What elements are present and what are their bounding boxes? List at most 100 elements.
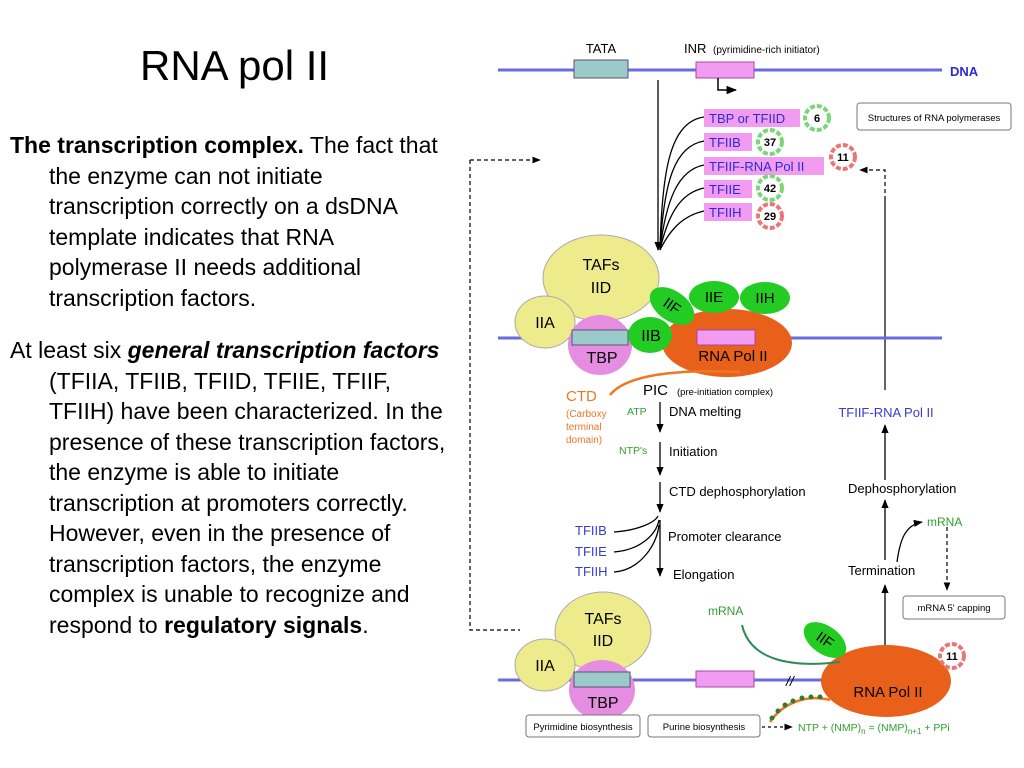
rnapol-label: RNA Pol II bbox=[698, 348, 767, 365]
iib-blob bbox=[628, 317, 672, 353]
released-factor: TFIIH bbox=[575, 564, 608, 579]
iih-blob bbox=[740, 282, 790, 314]
iib-label: IIB bbox=[641, 328, 661, 345]
structure-count-badge[interactable]: 29 bbox=[756, 202, 784, 230]
page-title: RNA pol II bbox=[140, 42, 330, 89]
purine-biosynthesis-button[interactable]: Purine biosynthesis bbox=[647, 714, 761, 738]
svg-text:Purine biosynthesis: Purine biosynthesis bbox=[663, 722, 746, 733]
svg-text:Pyrimidine biosynthesis: Pyrimidine biosynthesis bbox=[533, 722, 633, 733]
ctd-tail-bottom bbox=[768, 696, 831, 723]
factor-label: TFIIE bbox=[709, 182, 741, 197]
svg-text:37: 37 bbox=[764, 137, 776, 149]
step-ctd-dephosphorylation: CTD dephosphorylation bbox=[669, 484, 806, 499]
tbp-label-bottom: TBP bbox=[587, 695, 618, 712]
released-factor: TFIIE bbox=[575, 544, 607, 559]
factor-label: TFIIH bbox=[709, 205, 742, 220]
ctd-label: CTD bbox=[566, 388, 597, 405]
iia-label: IIA bbox=[535, 315, 555, 332]
rnapol-blob-bottom bbox=[821, 645, 951, 717]
paragraph-2: At least six general transcription facto… bbox=[10, 337, 446, 638]
tbp-label: TBP bbox=[586, 350, 617, 367]
tafs-label-bottom: TAFs bbox=[584, 611, 621, 628]
iif-blob bbox=[649, 287, 695, 325]
ntps-label: NTP's bbox=[619, 445, 647, 457]
step-dna-melting: DNA melting bbox=[669, 404, 741, 419]
tata-box-bottom bbox=[573, 671, 631, 688]
step-dephosphorylation: Dephosphorylation bbox=[848, 481, 956, 496]
structures-button[interactable]: Structures of RNA polymerases bbox=[856, 102, 1012, 131]
pic-complex: TAFs IID IIA RNA Pol II TBP IIB IIF IIE … bbox=[514, 234, 792, 377]
mrna-label-bottom: mRNA bbox=[708, 604, 743, 618]
start-site-arrow bbox=[717, 78, 738, 95]
svg-text:29: 29 bbox=[764, 211, 776, 223]
mrna-label: mRNA bbox=[927, 515, 962, 529]
tata-box-bound bbox=[571, 329, 629, 346]
iif-label-bottom: IIF bbox=[813, 628, 837, 652]
factor-label: TFIIF-RNA Pol II bbox=[709, 159, 804, 174]
mrna-strand bbox=[741, 624, 841, 665]
factor-label: TBP or TFIID bbox=[709, 111, 785, 126]
atp-label: ATP bbox=[627, 406, 647, 418]
factor-box bbox=[704, 203, 752, 221]
mrna-capping-button[interactable]: mRNA 5' capping bbox=[902, 595, 1006, 620]
step-termination: Termination bbox=[848, 563, 915, 578]
inr-box-bottom bbox=[695, 670, 755, 688]
structure-count-badge[interactable]: 37 bbox=[756, 128, 784, 156]
term-general-transcription-factors: general transcription factors bbox=[127, 337, 440, 363]
svg-text:6: 6 bbox=[814, 113, 820, 125]
factor-box bbox=[704, 157, 824, 175]
ctd-sub-1: (Carboxy bbox=[566, 409, 607, 420]
iie-label: IIE bbox=[705, 289, 723, 306]
step-initiation: Initiation bbox=[669, 444, 717, 459]
inr-label: INR bbox=[684, 41, 706, 56]
svg-text:Structures of RNA polymerases: Structures of RNA polymerases bbox=[868, 113, 1001, 124]
structure-count-badge[interactable]: 11 bbox=[829, 143, 857, 171]
factor-list: TBP or TFIID TFIIB TFIIF-RNA Pol II TFII… bbox=[704, 109, 824, 221]
structure-count-badge[interactable]: 42 bbox=[756, 174, 784, 202]
pic-sub-label: (pre-initiation complex) bbox=[677, 387, 773, 398]
body-text: The transcription complex. The fact that… bbox=[10, 130, 450, 640]
paragraph-1: The transcription complex. The fact that… bbox=[10, 132, 438, 311]
ctd-sub-3: domain) bbox=[566, 435, 602, 446]
factor-box bbox=[704, 109, 800, 127]
structure-count-badge[interactable]: 11 bbox=[938, 642, 966, 670]
recruitment-arrows bbox=[654, 80, 705, 251]
tfiif-pol-label: TFIIF-RNA Pol II bbox=[838, 405, 933, 420]
tata-label: TATA bbox=[586, 41, 617, 56]
iia-label-bottom: IIA bbox=[535, 658, 555, 675]
factor-label: TFIIB bbox=[709, 135, 741, 150]
iih-label: IIH bbox=[755, 290, 774, 307]
factor-box bbox=[704, 180, 752, 198]
polymerization-equation: NTP + (NMP)n = (NMP)n+1 + PPi bbox=[798, 722, 950, 736]
iia-blob bbox=[514, 295, 576, 349]
elongation-complex: TAFs IID IIA TBP RNA Pol II IIF bbox=[514, 591, 951, 720]
cycle-arrows bbox=[881, 424, 923, 645]
svg-text:11: 11 bbox=[837, 152, 849, 164]
step-promoter-clearance: Promoter clearance bbox=[668, 529, 781, 544]
pic-label: PIC bbox=[643, 382, 668, 399]
term-regulatory-signals: regulatory signals bbox=[164, 611, 363, 638]
structure-count-badge[interactable]: 6 bbox=[803, 104, 831, 132]
pyrimidine-biosynthesis-button[interactable]: Pyrimidine biosynthesis bbox=[525, 714, 641, 738]
iif-blob-bottom bbox=[803, 622, 847, 658]
iie-blob bbox=[689, 281, 739, 313]
factor-box bbox=[704, 133, 752, 151]
released-factor: TFIIB bbox=[575, 523, 607, 538]
recycle-dashed-arrow-right bbox=[859, 166, 886, 200]
paragraph-1-heading: The transcription complex. bbox=[10, 132, 304, 158]
ctd-sub-2: terminal bbox=[566, 422, 602, 433]
tata-box bbox=[573, 59, 629, 79]
iid-label: IID bbox=[591, 280, 611, 297]
svg-text:mRNA 5' capping: mRNA 5' capping bbox=[917, 603, 990, 614]
process-arrows bbox=[613, 402, 664, 577]
ctd-tail bbox=[609, 369, 741, 396]
iia-blob-bottom bbox=[514, 638, 576, 692]
iid-label-bottom: IID bbox=[593, 633, 613, 650]
recycle-dashed-line bbox=[469, 160, 520, 631]
dna-label: DNA bbox=[950, 64, 979, 79]
phosphate-beads bbox=[769, 694, 823, 721]
tafs-label: TAFs bbox=[582, 257, 619, 274]
inr-box-bound bbox=[696, 329, 756, 346]
rnapol-label-bottom: RNA Pol II bbox=[853, 684, 922, 701]
